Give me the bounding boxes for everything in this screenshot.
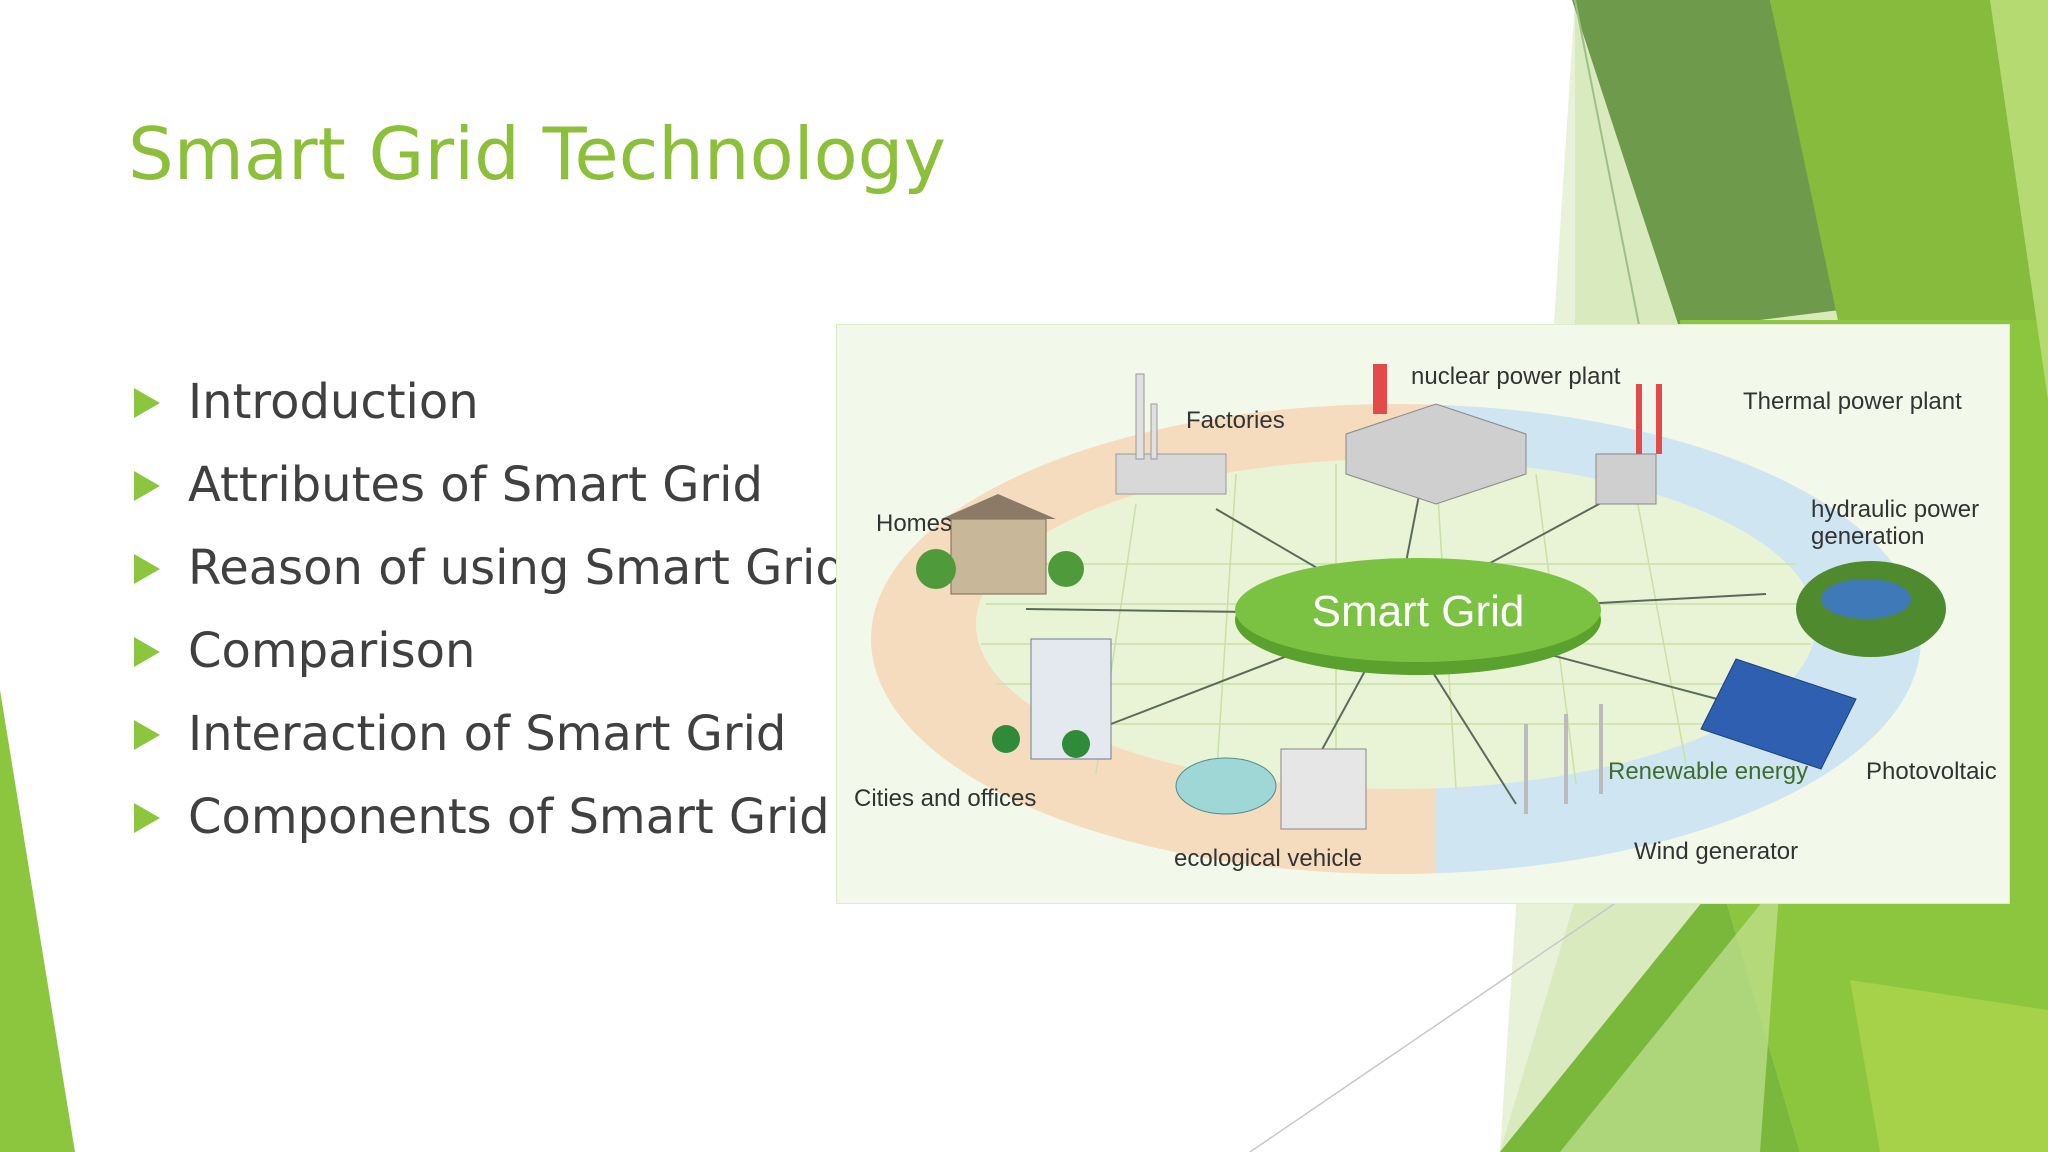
label-vehicle: ecological vehicle xyxy=(1174,845,1362,872)
bullet-text: Reason of using Smart Grid xyxy=(188,540,846,596)
hydraulic-dam-icon xyxy=(1796,561,1946,657)
bullet-item: Reason of using Smart Grid xyxy=(130,536,846,619)
bullet-text: Components of Smart Grid xyxy=(188,789,830,845)
bullet-item: Interaction of Smart Grid xyxy=(130,702,846,785)
smart-grid-illustration: Smart Grid Factories nuclear power plant… xyxy=(835,323,2011,905)
bullet-text: Attributes of Smart Grid xyxy=(188,457,763,513)
solar-panel-icon xyxy=(1700,658,1857,770)
slide-title: Smart Grid Technology xyxy=(128,112,946,196)
center-label: Smart Grid xyxy=(1312,587,1525,636)
bullet-text: Comparison xyxy=(188,623,476,679)
wind-turbine-icon xyxy=(1524,704,1603,814)
label-thermal: Thermal power plant xyxy=(1743,388,1962,415)
bullet-list: Introduction Attributes of Smart Grid Re… xyxy=(130,370,846,868)
label-renewable: Renewable energy xyxy=(1608,758,1808,785)
label-hydraulic-1: hydraulic power xyxy=(1811,496,1979,523)
label-factories: Factories xyxy=(1186,407,1285,434)
smart-grid-diagram: Smart Grid Factories nuclear power plant… xyxy=(835,323,2011,905)
bullet-text: Introduction xyxy=(188,374,479,430)
bullet-arrow-icon xyxy=(134,471,160,501)
bullet-arrow-icon xyxy=(134,637,160,667)
bullet-item: Components of Smart Grid xyxy=(130,785,846,868)
bullet-arrow-icon xyxy=(134,388,160,418)
thermal-plant-icon xyxy=(1595,384,1662,505)
label-nuclear: nuclear power plant xyxy=(1411,363,1621,390)
bullet-item: Introduction xyxy=(130,370,846,453)
nuclear-plant-icon xyxy=(1345,364,1527,505)
ecological-vehicle-icon xyxy=(1175,748,1367,830)
bullet-arrow-icon xyxy=(134,803,160,833)
label-hydraulic-2: generation xyxy=(1811,523,1924,550)
bullet-item: Comparison xyxy=(130,619,846,702)
label-photovoltaic: Photovoltaic xyxy=(1866,758,1997,785)
office-building-icon xyxy=(992,638,1112,760)
factory-icon xyxy=(1115,373,1227,495)
bullet-arrow-icon xyxy=(134,554,160,584)
bullet-text: Interaction of Smart Grid xyxy=(188,706,787,762)
bullet-item: Attributes of Smart Grid xyxy=(130,453,846,536)
label-wind: Wind generator xyxy=(1634,838,1798,865)
label-cities: Cities and offices xyxy=(854,785,1036,812)
bullet-arrow-icon xyxy=(134,720,160,750)
label-homes: Homes xyxy=(876,510,952,537)
home-icon xyxy=(916,494,1084,595)
